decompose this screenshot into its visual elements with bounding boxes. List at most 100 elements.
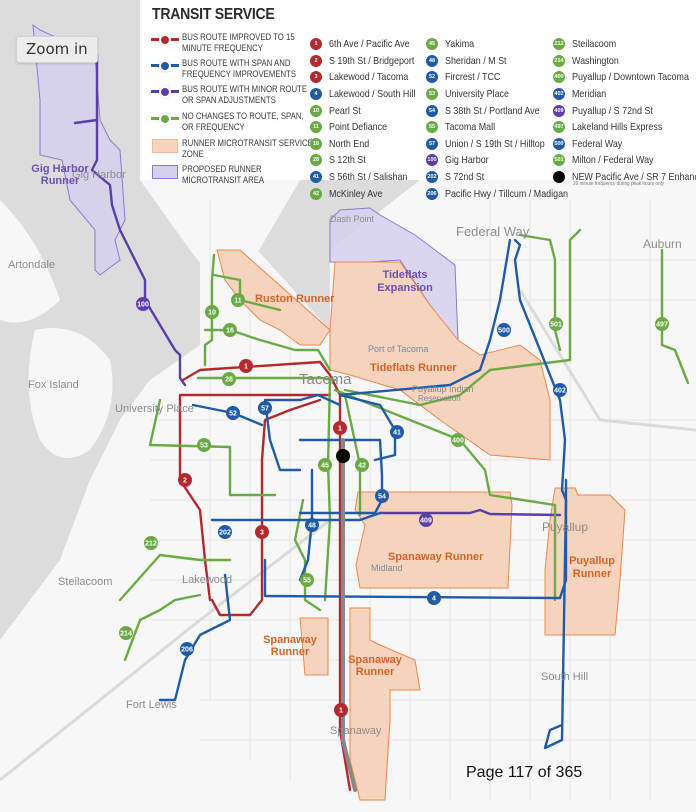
badge-409: 409: [419, 513, 433, 527]
svg-text:Runner: Runner: [356, 666, 395, 678]
badge-4: 4: [427, 591, 441, 605]
route-11: [212, 273, 282, 312]
zone-labels: Gig Harbor Runner Ruston Runner Tideflat…: [31, 163, 615, 678]
svg-text:28: 28: [225, 377, 233, 384]
svg-text:Spanaway: Spanaway: [263, 634, 318, 646]
route-1: [181, 360, 352, 792]
route-400: [333, 388, 557, 602]
route-53: [148, 398, 277, 497]
route-badge-icon: 28: [310, 154, 322, 167]
route-400b: [343, 228, 582, 407]
route-badge-icon: 54: [426, 104, 438, 117]
badge-28: 28: [222, 372, 236, 386]
route-badge-icon: 48: [426, 54, 438, 67]
badge-57: 57: [258, 401, 272, 415]
route-item-pacific-enhanced: NEW Pacific Ave / SR 7 Enhanced Bu: [553, 169, 696, 186]
badge-48: 48: [305, 518, 319, 532]
zoom-in-button[interactable]: Zoom in: [16, 36, 98, 63]
route-202: [210, 511, 382, 522]
green-route-symbol-icon: [148, 111, 182, 127]
badge-206: 206: [180, 642, 194, 656]
svg-text:Fort Lewis: Fort Lewis: [126, 699, 177, 711]
route-57: [263, 393, 342, 472]
place-labels: Gig Harbor Artondale Fox Island Universi…: [8, 169, 682, 737]
svg-text:45: 45: [321, 463, 329, 470]
route-badge-icon: 10: [310, 104, 322, 117]
route-badge-icon: 1: [310, 38, 322, 51]
route-54: [298, 438, 384, 515]
route-212: [118, 553, 232, 602]
svg-text:Spanaway Runner: Spanaway Runner: [388, 551, 484, 563]
svg-text:54: 54: [378, 494, 386, 501]
svg-text:Tacoma: Tacoma: [299, 371, 352, 388]
svg-text:Ruston Runner: Ruston Runner: [255, 293, 335, 305]
svg-text:206: 206: [181, 647, 193, 654]
route-badge-icon: 2: [310, 54, 322, 67]
svg-text:Fox Island: Fox Island: [28, 379, 79, 391]
svg-text:1: 1: [244, 364, 248, 371]
svg-text:Expansion: Expansion: [377, 282, 433, 294]
svg-text:Puyallup: Puyallup: [569, 555, 615, 567]
legend-title: TRANSIT SERVICE: [152, 6, 275, 23]
route-badge-icon: 45: [426, 38, 438, 51]
badge-202: 202: [218, 525, 232, 539]
svg-text:Spanaway: Spanaway: [348, 654, 403, 666]
red-route-symbol-icon: [148, 32, 182, 48]
route-badge-icon: 4: [310, 88, 322, 101]
route-badge-icon: 42: [310, 187, 322, 200]
legend-type-span-frequency: BUS ROUTE WITH SPAN AND FREQUENCY IMPROV…: [148, 58, 342, 80]
svg-text:41: 41: [393, 430, 401, 437]
badge-54: 54: [375, 489, 389, 503]
svg-text:400: 400: [452, 438, 464, 445]
route-badge-icon: 409: [553, 104, 565, 117]
svg-text:Tideflats Runner: Tideflats Runner: [370, 362, 457, 374]
badge-1a: 1: [239, 359, 253, 373]
svg-text:Artondale: Artondale: [8, 259, 55, 271]
route-10: [203, 253, 216, 367]
svg-text:4: 4: [432, 596, 436, 603]
route-badge-icon: 400: [553, 71, 565, 84]
svg-text:497: 497: [656, 322, 668, 329]
badge-16: 16: [223, 323, 237, 337]
route-501: [518, 233, 562, 352]
route-badge-icon: 202: [426, 171, 438, 184]
svg-text:Midland: Midland: [371, 563, 403, 573]
badge-400: 400: [451, 433, 465, 447]
route-badge-icon: 501: [553, 154, 565, 167]
route-55: [293, 498, 322, 612]
svg-text:Puyallup Indian: Puyallup Indian: [412, 384, 474, 394]
route-badge-icon: 212: [553, 38, 565, 51]
legend-panel: TRANSIT SERVICE BUS ROUTE IMPROVED TO 15…: [140, 0, 696, 200]
badge-52: 52: [226, 406, 240, 420]
badge-100: 100: [136, 297, 150, 311]
route-100: [73, 53, 187, 387]
badge-402: 402: [553, 383, 567, 397]
route-48: [298, 468, 314, 582]
svg-text:Federal Way: Federal Way: [456, 224, 530, 239]
svg-text:Gig Harbor: Gig Harbor: [31, 163, 89, 175]
legend-type-no-changes: NO CHANGES TO ROUTE, SPAN, OR FREQUENCY: [148, 111, 342, 133]
svg-text:52: 52: [229, 411, 237, 418]
route-badge-icon: 100: [426, 154, 438, 167]
route-badge-icon: 500: [553, 137, 565, 150]
svg-text:Puyallup: Puyallup: [542, 520, 588, 534]
